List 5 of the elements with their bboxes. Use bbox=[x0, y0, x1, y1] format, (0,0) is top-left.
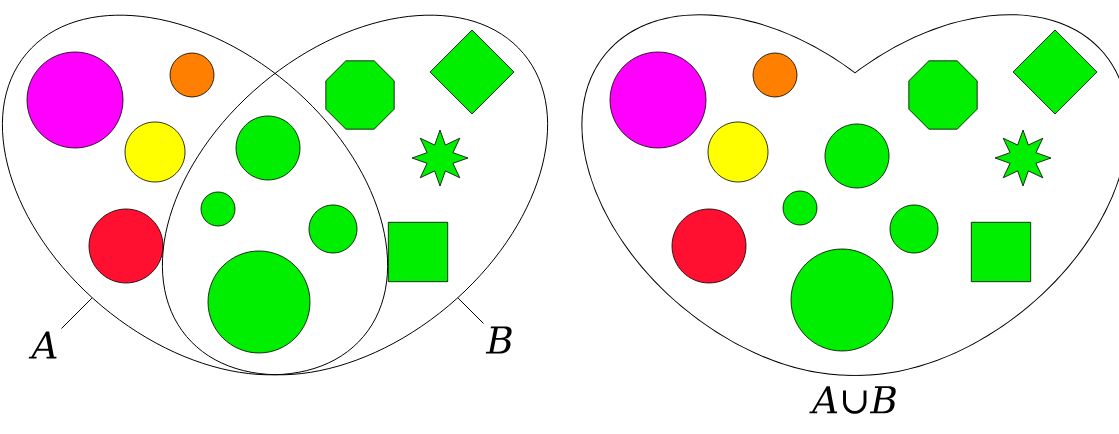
leader-line bbox=[457, 297, 484, 324]
set-label: A bbox=[28, 331, 57, 359]
set-label: B bbox=[485, 326, 512, 354]
leader-line bbox=[60, 297, 93, 330]
union-label: A∪B bbox=[809, 386, 896, 414]
